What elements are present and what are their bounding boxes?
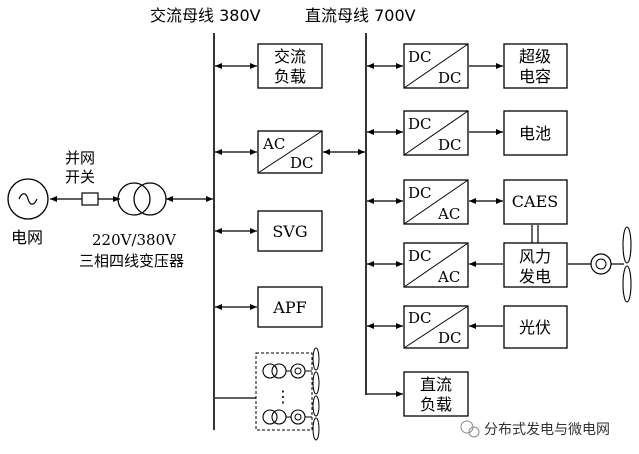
turbine1-blade-bottom-icon xyxy=(312,371,320,395)
turbine2-coil-b-icon xyxy=(271,409,287,425)
caes-box xyxy=(503,179,568,225)
wind-turbine-group: ⋮ xyxy=(215,347,320,441)
apf-unit: APF xyxy=(215,286,323,328)
wechat-bubble-large-icon xyxy=(460,420,474,434)
watermark-text: 分布式发电与微电网 xyxy=(484,422,610,438)
grid-switch: 并网 开关 xyxy=(50,149,120,206)
turbine-group-dashed-box xyxy=(255,352,313,431)
grid-source: 电网 xyxy=(7,178,49,247)
dc-branch-battery: DC DC 电池 xyxy=(367,110,568,156)
acdc-bottom: DC xyxy=(290,154,314,172)
supercap-line1: 超级 xyxy=(519,47,551,66)
conv2-bottom: DC xyxy=(438,136,462,154)
dc-branch-caes: DC AC CAES xyxy=(367,179,568,225)
conv1-top: DC xyxy=(408,48,432,66)
conv2-top: DC xyxy=(408,115,432,133)
dc-load-box xyxy=(403,371,469,417)
transformer-voltage: 220V/380V xyxy=(92,231,177,249)
wechat-bubble-small-icon xyxy=(468,426,480,438)
caes-label: CAES xyxy=(512,192,558,211)
svg-box xyxy=(257,210,323,252)
pv-box xyxy=(503,305,568,349)
turbine1-hub-icon xyxy=(294,367,302,375)
turbine1-blade-top-icon xyxy=(312,347,320,371)
ac-load-box xyxy=(257,43,323,89)
turbine2-generator-icon xyxy=(290,409,306,425)
wind-line2: 发电 xyxy=(519,267,551,286)
wind-blade-bottom-icon xyxy=(622,265,632,303)
grid-label: 电网 xyxy=(11,228,43,247)
conv2-diagonal xyxy=(403,110,469,156)
dc-branch-pv: DC DC 光伏 xyxy=(367,305,568,349)
switch-label-1: 并网 xyxy=(65,149,95,167)
wind-blade-top-icon xyxy=(622,226,632,264)
switch-box-icon xyxy=(81,192,99,206)
ac-load: 交流 负载 xyxy=(215,43,323,89)
apf-label: APF xyxy=(272,298,306,317)
wind-generator-hub-icon xyxy=(595,258,607,270)
turbine1-coil-b-icon xyxy=(271,363,287,379)
battery-label: 电池 xyxy=(519,124,551,143)
transformer: 220V/380V 三相四线变压器 xyxy=(79,182,213,270)
conv4-diagonal xyxy=(403,242,469,288)
acdc-diagonal xyxy=(257,130,323,174)
turbine2-blade-top-icon xyxy=(312,395,320,417)
conv3-bottom: AC xyxy=(437,205,460,223)
svg-unit: SVG xyxy=(215,210,323,252)
wind-box xyxy=(503,242,568,288)
conv3-diagonal xyxy=(403,179,469,225)
turbine2-blade-bottom-icon xyxy=(312,417,320,441)
conv5-diagonal xyxy=(403,305,469,349)
battery-box xyxy=(503,110,568,156)
turbine-ellipsis: ⋮ xyxy=(275,387,291,406)
dc-load: 直流 负载 xyxy=(367,371,469,417)
dc-load-line2: 负载 xyxy=(420,395,452,414)
ac-bus-label: 交流母线 380V xyxy=(150,6,261,25)
conv1-diagonal xyxy=(403,43,469,89)
pv-label: 光伏 xyxy=(519,318,551,337)
conv4-top: DC xyxy=(408,247,432,265)
dc-bus-label: 直流母线 700V xyxy=(305,6,416,25)
sine-wave-icon xyxy=(18,193,38,205)
dc-branch-wind: DC AC 风力 发电 xyxy=(367,226,632,303)
ac-source-icon xyxy=(7,178,49,220)
conv5-top: DC xyxy=(408,309,432,327)
turbine2-hub-icon xyxy=(294,413,302,421)
conv4-bottom: AC xyxy=(437,268,460,286)
dc-branch-supercap: DC DC 超级 电容 xyxy=(367,43,568,89)
supercap-box xyxy=(503,43,568,89)
watermark: 分布式发电与微电网 xyxy=(460,420,610,438)
wind-line1: 风力 xyxy=(519,247,551,266)
wind-generator-icon xyxy=(590,253,612,275)
turbine1-generator-icon xyxy=(290,363,306,379)
ac-load-line2: 负载 xyxy=(274,67,306,86)
switch-label-2: 开关 xyxy=(65,168,95,186)
transformer-coil-left-icon xyxy=(117,182,151,216)
conv1-bottom: DC xyxy=(438,69,462,87)
turbine1-coil-a-icon xyxy=(262,363,278,379)
turbine2-coil-a-icon xyxy=(262,409,278,425)
apf-box xyxy=(257,286,323,328)
ac-load-line1: 交流 xyxy=(274,47,306,66)
acdc-converter: AC DC xyxy=(215,130,365,174)
svg-label: SVG xyxy=(272,222,307,241)
transformer-type: 三相四线变压器 xyxy=(79,252,184,270)
conv3-top: DC xyxy=(408,184,432,202)
supercap-line2: 电容 xyxy=(519,67,551,86)
conv5-bottom: DC xyxy=(438,329,462,347)
acdc-top: AC xyxy=(262,135,285,153)
dc-load-line1: 直流 xyxy=(420,375,452,394)
